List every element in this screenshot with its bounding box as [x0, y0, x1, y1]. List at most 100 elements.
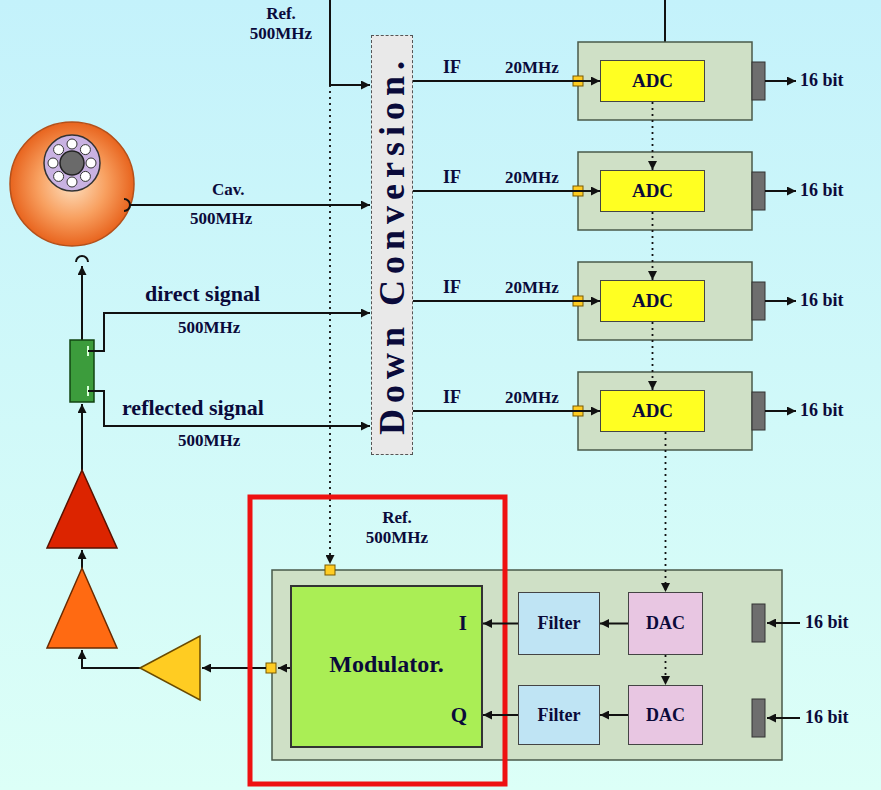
box-label: Modulator. — [292, 651, 481, 678]
coupler-hole — [54, 171, 64, 181]
signal-label: 16 bit — [800, 290, 844, 311]
signal-label: direct signal — [145, 281, 260, 306]
coupler-hole — [48, 158, 58, 168]
reference-wire — [329, 85, 331, 564]
adc-board — [578, 42, 752, 120]
input-loop — [76, 256, 88, 262]
output-wire — [202, 667, 266, 669]
signal-arrow — [483, 623, 518, 625]
data-wire — [765, 190, 796, 192]
data-link — [652, 212, 654, 280]
signal-arrow — [600, 623, 628, 625]
power-amplifier — [47, 470, 117, 548]
adc-box: ADC — [600, 60, 705, 102]
adc-box: ADC — [600, 390, 705, 432]
reflected-signal-wire — [88, 391, 370, 426]
signal-label: reflected signal — [122, 395, 264, 420]
edge-label: IF — [443, 387, 461, 408]
connector — [752, 172, 765, 210]
signal-arrow — [413, 80, 600, 82]
cavity — [10, 122, 134, 246]
cavity-signal-wire — [130, 204, 370, 206]
box-label: DAC — [646, 613, 685, 634]
data-link — [652, 102, 654, 170]
box-label: Filter — [538, 613, 581, 634]
dac-box: DAC — [628, 592, 703, 655]
output-wire — [278, 667, 290, 669]
box-label: ADC — [632, 290, 673, 312]
signal-label: Ref. 500MHz — [352, 508, 442, 547]
signal-label: 16 bit — [800, 180, 844, 201]
coupler-hole — [80, 171, 90, 181]
signal-arrow — [600, 714, 628, 716]
coupler-port — [87, 346, 89, 396]
signal-label: 20MHz — [505, 58, 559, 78]
coupler-hole — [67, 139, 77, 149]
box-label: ADC — [632, 70, 673, 92]
data-wire — [767, 622, 800, 624]
dac-board — [272, 570, 782, 760]
signal-arrow — [413, 190, 600, 192]
connector — [752, 392, 765, 430]
signal-label: 20MHz — [505, 278, 559, 298]
box-label: Filter — [538, 705, 581, 726]
modulator-box: I Modulator. Q — [290, 585, 483, 748]
signal-arrow — [413, 410, 600, 412]
data-link — [665, 432, 667, 592]
pickup-loop — [124, 199, 130, 211]
data-link — [652, 322, 654, 390]
signal-label: 20MHz — [505, 388, 559, 408]
data-link — [665, 655, 667, 685]
reference-port — [325, 565, 335, 575]
signal-label: 20MHz — [505, 168, 559, 188]
beam-pipe — [60, 151, 84, 175]
coupler-hole — [86, 158, 96, 168]
signal-label: 500MHz — [178, 318, 240, 338]
data-wire — [765, 410, 796, 412]
adc-box: ADC — [600, 170, 705, 212]
pre-amplifier — [140, 636, 200, 700]
cavity-iris — [44, 135, 100, 191]
data-wire — [765, 80, 796, 82]
coupler-hole — [54, 145, 64, 155]
box-label: I — [459, 611, 467, 636]
amp-wire — [81, 404, 83, 470]
direct-signal-wire — [88, 313, 370, 351]
drive-wire — [81, 266, 83, 340]
signal-label: Ref. 500MHz — [236, 4, 326, 43]
output-port — [266, 663, 276, 673]
coupler-hole — [80, 145, 90, 155]
edge-label: IF — [443, 277, 461, 298]
highlight-frame — [250, 497, 505, 784]
connector — [752, 699, 765, 737]
signal-label: 16 bit — [805, 612, 849, 633]
driver-amplifier — [47, 568, 117, 648]
connector — [752, 604, 765, 642]
directional-coupler — [70, 340, 94, 402]
signal-label: 500MHz — [178, 431, 240, 451]
data-wire — [765, 300, 796, 302]
filter-box: Filter — [518, 592, 600, 655]
adc-board — [578, 152, 752, 230]
signal-label: 16 bit — [800, 70, 844, 91]
box-label: Q — [451, 703, 467, 728]
connector — [752, 282, 765, 320]
signal-label: Cav. — [212, 180, 245, 200]
down-conversion-box: Down Conversion. — [371, 35, 413, 455]
coupler-hole — [67, 177, 77, 187]
filter-box: Filter — [518, 685, 600, 745]
signal-arrow — [413, 300, 600, 302]
signal-label: 500MHz — [190, 209, 252, 229]
edge-label: IF — [443, 57, 461, 78]
box-label: ADC — [632, 180, 673, 202]
reference-wire — [330, 0, 370, 85]
signal-label: 16 bit — [800, 400, 844, 421]
amp-wire — [82, 650, 140, 668]
edge-label: IF — [443, 167, 461, 188]
box-label: ADC — [632, 400, 673, 422]
data-wire — [767, 717, 800, 719]
box-label: DAC — [646, 705, 685, 726]
vertical-title: Down Conversion. — [374, 55, 410, 435]
connector — [752, 62, 765, 100]
